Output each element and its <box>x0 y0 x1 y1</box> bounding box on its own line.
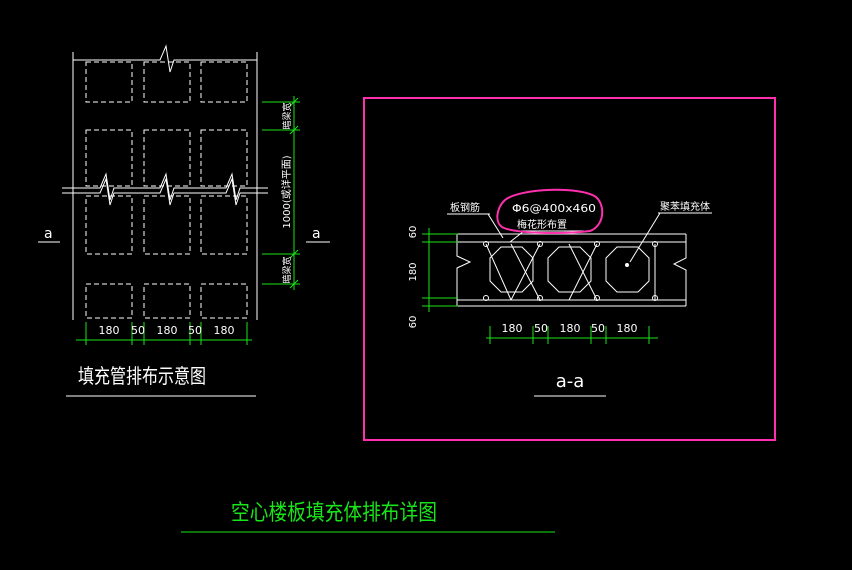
label-arrangement: 梅花形布置 <box>517 218 567 231</box>
dim-text: 180 <box>214 324 235 337</box>
plan-filler-grid <box>85 61 248 319</box>
dim-text: 180 <box>502 322 523 335</box>
filler-box <box>200 195 248 255</box>
filler-octagon <box>605 246 650 293</box>
plan-top-break-line <box>73 44 257 73</box>
rebar-dot <box>652 295 658 301</box>
filler-octagon <box>489 246 534 293</box>
rebar-dot <box>483 295 489 301</box>
dim-text: 180 <box>408 262 419 281</box>
plan-break-line-lower <box>62 177 268 206</box>
section-caption: a-a <box>556 371 585 392</box>
dim-text-span: 1000(或详平面) <box>280 155 293 228</box>
dim-text: 180 <box>560 322 581 335</box>
filler-box <box>200 61 248 103</box>
leader-line-right <box>629 212 661 263</box>
drawing-title: 空心楼板填充体排布详图 <box>231 501 437 526</box>
leader-line-mid <box>509 230 525 243</box>
dim-text: 180 <box>99 324 120 337</box>
slab-left-break <box>456 234 472 306</box>
label-filler: 聚苯填充体 <box>660 200 710 213</box>
dim-tick <box>289 249 299 259</box>
dim-text: 60 <box>408 226 419 239</box>
plan-side-dimension: 暗梁宽 1000(或详平面) 暗梁宽 <box>262 96 300 290</box>
dim-text: 50 <box>188 324 202 337</box>
dim-text: 50 <box>534 322 548 335</box>
rebar-dot <box>652 241 658 247</box>
leader-line-left <box>487 213 504 239</box>
label-slab-rebar: 板钢筋 <box>450 201 480 214</box>
filler-box <box>143 61 191 103</box>
filler-box <box>200 129 248 187</box>
filler-box <box>85 195 133 255</box>
filler-box <box>143 283 191 319</box>
stirrup-line <box>485 243 512 301</box>
label-stirrup-spec: Φ6@400x460 <box>512 202 596 215</box>
section-stirrups <box>483 241 658 301</box>
filler-center-dot <box>625 263 629 267</box>
dim-text: 180 <box>157 324 178 337</box>
dim-text: 180 <box>617 322 638 335</box>
dim-text: 50 <box>591 322 605 335</box>
section-highlight-frame <box>363 97 776 441</box>
section-detail: 板钢筋 Φ6@400x460 梅花形布置 聚苯填充体 60 180 60 180 <box>363 97 776 441</box>
drawing-title-block: 空心楼板填充体排布详图 <box>181 501 555 533</box>
stirrup-line <box>568 243 598 301</box>
dim-tick <box>289 97 299 107</box>
section-mark-left: a <box>44 226 53 242</box>
section-left-dimension: 60 180 60 <box>408 226 458 329</box>
slab-right-break <box>672 234 687 306</box>
section-mark-right: a <box>312 226 321 242</box>
rebar-dot <box>483 241 489 247</box>
filler-box <box>85 61 133 103</box>
dim-text-beam-bottom: 暗梁宽 <box>281 256 293 283</box>
rebar-dot <box>537 295 543 301</box>
filler-box <box>85 283 133 319</box>
dim-text: 50 <box>131 324 145 337</box>
filler-octagon <box>547 246 592 293</box>
dim-tick <box>289 125 299 135</box>
plan-schematic: a a 暗梁宽 1000(或详平面) 暗梁宽 180 <box>38 44 330 397</box>
section-fillers <box>489 246 650 293</box>
plan-bottom-dimension: 180 50 180 50 180 <box>76 322 252 345</box>
dim-tick <box>289 279 299 289</box>
dim-text: 60 <box>408 316 419 329</box>
filler-box <box>200 283 248 319</box>
rebar-dot <box>537 241 543 247</box>
filler-box <box>85 129 133 187</box>
spec-highlight-ring <box>496 188 604 234</box>
stirrup-line <box>510 243 541 301</box>
section-bottom-dimension: 180 50 180 50 180 <box>486 322 658 344</box>
filler-box <box>143 195 191 255</box>
rebar-dot <box>594 241 600 247</box>
rebar-dot <box>594 295 600 301</box>
plan-caption: 填充管排布示意图 <box>78 364 206 388</box>
filler-box <box>143 129 191 187</box>
dim-text-beam-top: 暗梁宽 <box>281 102 293 129</box>
